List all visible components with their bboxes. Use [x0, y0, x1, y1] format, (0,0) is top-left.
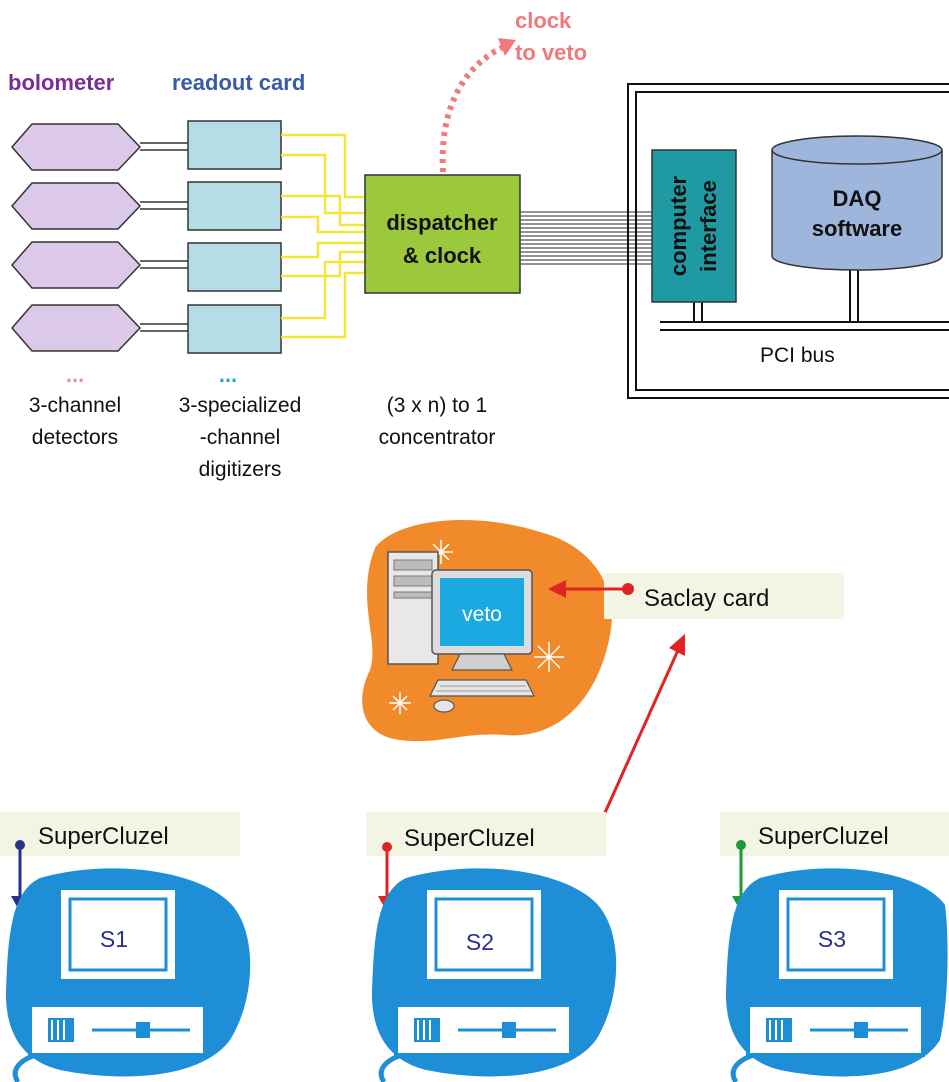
s1-label: S1	[100, 926, 128, 952]
s1-dot	[15, 840, 25, 850]
detectors-caption-2: detectors	[32, 426, 118, 449]
detector-hexagon	[11, 123, 142, 171]
supercluzel-3-label: SuperCluzel	[758, 823, 889, 850]
supercluzel-3-box	[720, 812, 949, 856]
to-veto-label-text: to veto	[515, 40, 587, 65]
supercluzel-2-box	[366, 812, 606, 856]
detector-hexagon	[11, 182, 142, 230]
concentrator-caption-2: concentrator	[379, 426, 496, 449]
supercluzel-2-label: SuperCluzel	[404, 825, 535, 852]
data-bus-bundle	[520, 211, 652, 265]
clock-box-label: & clock	[403, 243, 482, 268]
computer-frame	[627, 83, 949, 399]
clock-label: clock	[515, 8, 572, 33]
readout-card	[187, 304, 282, 354]
s3-label: S3	[818, 926, 846, 952]
readout-card-column	[187, 120, 282, 354]
yellow-wires	[281, 133, 365, 339]
readout-card-heading: readout card	[172, 70, 305, 95]
clock-to-veto-arrow	[439, 43, 507, 173]
dispatcher-box	[364, 174, 521, 294]
s2-computer-icon	[371, 868, 617, 1082]
digitizers-ellipsis: ...	[219, 362, 237, 387]
detector-cables	[140, 142, 188, 332]
digitizers-caption-2: -channel	[200, 426, 281, 449]
detectors-ellipsis: ...	[66, 362, 84, 387]
s1-computer-icon	[5, 868, 251, 1082]
s2-link-arrowhead	[669, 634, 685, 656]
s2-to-saclay-arrow	[597, 647, 681, 827]
veto-pc-tower	[387, 551, 439, 665]
supercluzel-1-box	[0, 812, 240, 856]
saclay-dot	[622, 583, 634, 595]
computer-interface-label-2: interface	[696, 180, 721, 272]
daq-cylinder	[771, 135, 943, 271]
detectors-caption-1: 3-channel	[29, 394, 121, 417]
digitizers-caption-1: 3-specialized	[179, 394, 302, 417]
saclay-arrowhead	[548, 580, 566, 598]
veto-screen-label: veto	[462, 603, 502, 626]
s3-dot	[736, 840, 746, 850]
s2-dot	[382, 842, 392, 852]
detector-hexagon	[11, 304, 142, 352]
computer-interface-label-1: computer	[666, 175, 691, 276]
daq-label: DAQ	[833, 186, 882, 211]
detector-hexagon	[11, 241, 142, 289]
pci-bus	[660, 321, 949, 331]
detector-column	[11, 123, 142, 352]
s3-computer-icon	[725, 868, 948, 1082]
daq-software-label: software	[812, 216, 902, 241]
dispatcher-label: dispatcher	[386, 210, 498, 235]
s2-label: S2	[466, 929, 494, 955]
readout-card	[187, 242, 282, 292]
computer-interface-box	[651, 149, 737, 303]
saclay-card-box	[604, 573, 844, 619]
concentrator-caption-1: (3 x n) to 1	[387, 394, 487, 417]
pci-bus-label: PCI bus	[760, 344, 835, 367]
saclay-card-label: Saclay card	[644, 585, 769, 612]
veto-monitor	[431, 569, 533, 671]
readout-card	[187, 120, 282, 170]
clock-arrowhead	[498, 38, 516, 56]
bus-risers	[693, 266, 859, 322]
digitizers-caption-3: digitizers	[199, 458, 282, 481]
veto-keyboard	[429, 679, 535, 697]
supercluzel-1-label: SuperCluzel	[38, 823, 169, 850]
readout-card	[187, 181, 282, 231]
bolometer-heading: bolometer	[8, 70, 115, 95]
veto-mouse-icon	[433, 699, 455, 713]
